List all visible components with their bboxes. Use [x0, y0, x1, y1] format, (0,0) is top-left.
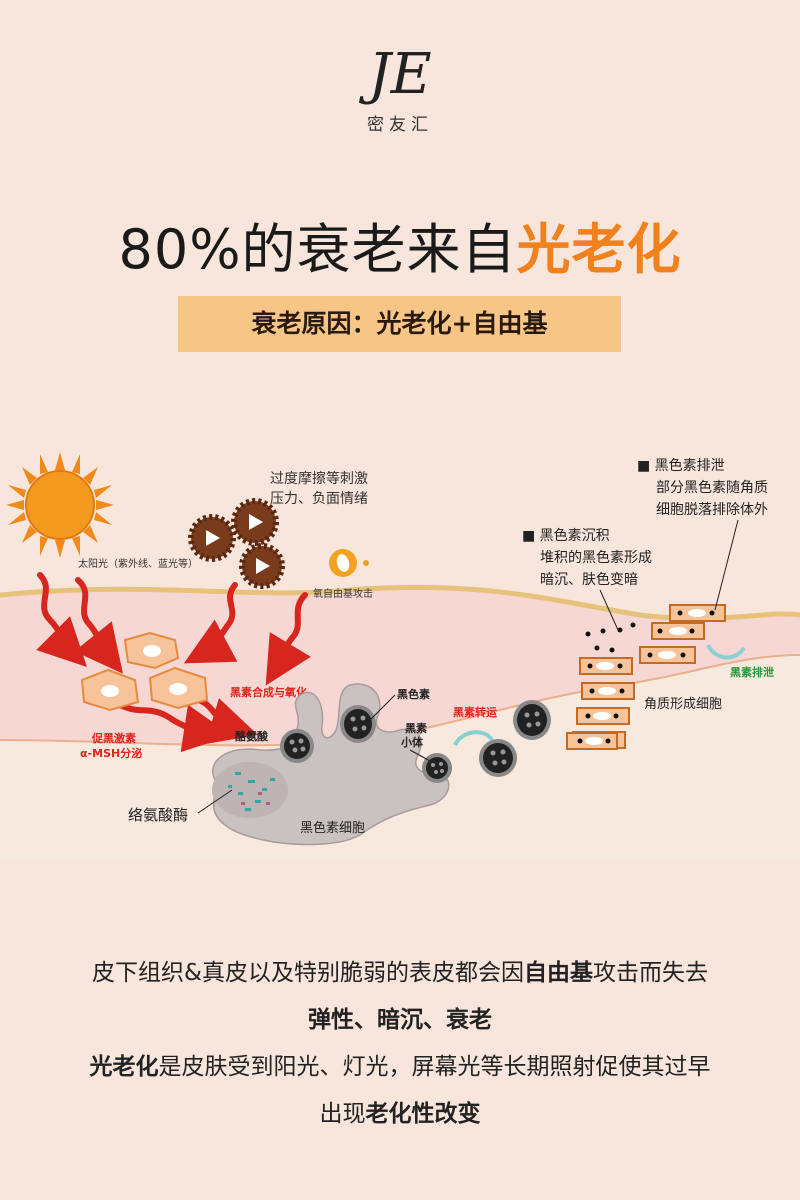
- body-line-1-suffix: 攻击而失去: [592, 960, 708, 986]
- body-line-2: 弹性、暗沉、衰老: [0, 997, 800, 1044]
- uv-arrow-2: [74, 577, 123, 674]
- body-line-3-suffix: 是皮肤受到阳光、灯光，屏幕光等长期照射促使其过早: [158, 1054, 711, 1080]
- basement-membrane-line: [0, 654, 800, 747]
- tyrosine-dots: [241, 792, 270, 805]
- melanin-pointer: [369, 694, 396, 721]
- sun-icon: [6, 452, 114, 558]
- msh-arrow: [117, 702, 232, 753]
- title-prefix: 80%的衰老来自: [118, 218, 517, 281]
- melanosome-label-2: 小体: [400, 735, 424, 749]
- excrete-title: ■ 黑色素排泄: [637, 457, 725, 474]
- stress-cells-icon: [188, 498, 285, 589]
- title-highlight: 光老化: [516, 218, 682, 281]
- melanosome-pointer: [409, 749, 433, 763]
- melanin-particles: [577, 610, 715, 744]
- excrete-pointer: [714, 519, 739, 611]
- oxygen-label: 氧自由基攻击: [313, 587, 373, 600]
- monogram-text: JE: [358, 42, 431, 107]
- msh-label-2: α-MSH分泌: [80, 746, 142, 760]
- subtitle-text: 衰老原因：光老化+自由基: [251, 309, 548, 338]
- tyrosine-label: 酪氨酸: [235, 729, 269, 743]
- melanin-label: 黑色素: [397, 687, 430, 701]
- melanocyte-label: 黑色素细胞: [300, 820, 365, 836]
- transport-label: 黑素转运: [453, 705, 497, 719]
- keratinocyte-label: 角质形成细胞: [644, 697, 722, 712]
- oxygen-arrow-1: [265, 592, 311, 686]
- excretion-label: 黑素排泄: [730, 665, 774, 679]
- deposit-title: ■ 黑色素沉积: [522, 527, 610, 544]
- brand-logo: JE 密友汇: [340, 38, 460, 135]
- stress-arrow-1: [183, 582, 238, 664]
- body-line-4-bold: 老化性改变: [365, 1101, 481, 1127]
- excretion-arc: [706, 643, 746, 660]
- melanosome-label-1: 黑素: [405, 721, 427, 735]
- subtitle-banner: 衰老原因：光老化+自由基: [178, 296, 621, 352]
- sun-label: 太阳光（紫外线、蓝光等）: [78, 557, 198, 570]
- body-line-2-bold: 弹性、暗沉、衰老: [308, 1007, 492, 1033]
- body-line-1-bold: 自由基: [523, 960, 593, 986]
- body-line-4: 出现老化性改变: [0, 1091, 800, 1138]
- brand-name: 密友汇: [367, 115, 433, 135]
- melanin-diagram: 太阳光（紫外线、蓝光等） 过度摩擦等刺激 压力、负面情绪 氧自由基攻击: [0, 452, 800, 860]
- uv-arrows: [36, 572, 311, 753]
- body-line-4-prefix: 出现: [319, 1101, 366, 1127]
- keratinocyte-stack-nuclei: [585, 609, 706, 745]
- uv-arrow-1: [36, 572, 87, 667]
- deposit-line-2: 暗沉、肤色变暗: [540, 571, 638, 588]
- body-text: 皮下组织&真皮以及特别脆弱的表皮都会因自由基攻击而失去 弹性、暗沉、衰老 光老化…: [0, 950, 800, 1138]
- keratinocyte-nuclei: [101, 645, 187, 697]
- stimulus-label-1: 过度摩擦等刺激: [270, 470, 368, 487]
- monogram-icon: JE: [358, 42, 431, 107]
- oxygen-radical-icon: [329, 549, 369, 577]
- melanosomes: [280, 700, 551, 783]
- transport-arc: [453, 730, 494, 747]
- tyrosinase-dots: [228, 772, 275, 811]
- body-line-3: 光老化是皮肤受到阳光、灯光，屏幕光等长期照射促使其过早: [0, 1044, 800, 1091]
- msh-label-1: 促黑激素: [91, 731, 136, 745]
- deposit-pointer: [599, 589, 619, 631]
- body-line-1-prefix: 皮下组织&真皮以及特别脆弱的表皮都会因: [92, 960, 524, 986]
- excrete-line-1: 部分黑色素随角质: [656, 479, 768, 496]
- deposit-line-1: 堆积的黑色素形成: [540, 549, 652, 566]
- body-line-3-bold: 光老化: [89, 1054, 159, 1080]
- stimulus-label-2: 压力、负面情绪: [270, 491, 368, 507]
- excrete-line-2: 细胞脱落排除体外: [656, 502, 768, 518]
- body-line-1: 皮下组织&真皮以及特别脆弱的表皮都会因自由基攻击而失去: [0, 950, 800, 997]
- tyrosinase-pointer: [197, 789, 233, 814]
- synthesis-label: 黑素合成与氧化: [230, 685, 307, 699]
- tyrosinase-label: 络氨酸酶: [128, 806, 188, 824]
- page-title: 80%的衰老来自光老化: [0, 205, 800, 284]
